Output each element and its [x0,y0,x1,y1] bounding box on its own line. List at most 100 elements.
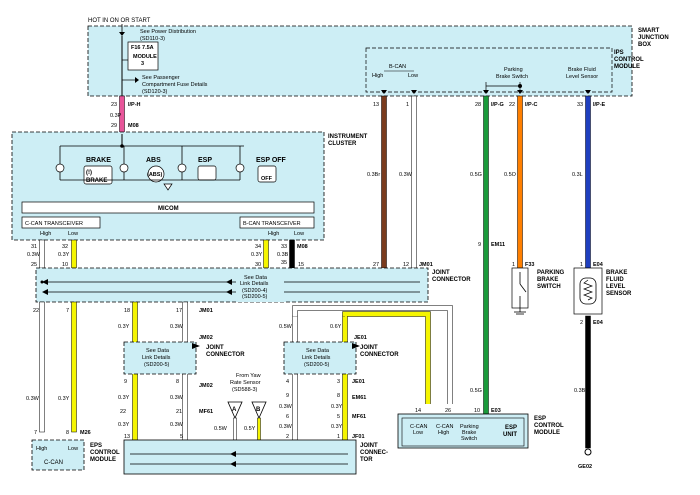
pin-label: 33 [577,102,583,108]
esp-parking-2: Brake [462,430,476,436]
power-ref: See Power Distribution [140,29,196,35]
ic-ccan-high: High [40,231,51,237]
wire-label: 0.5W [214,426,228,432]
ips-module-box [365,47,613,93]
connector-label: JM01 [199,308,213,314]
pin-label: 1 [337,434,340,440]
white-wire [411,95,417,269]
ips-title-2: CONTROL [614,57,644,63]
wire-label: 0.3B [574,388,586,394]
micom-box [21,201,315,214]
eps-title-1: EPS [90,443,102,449]
joint-connector-mid-right [283,341,357,375]
ground-icon [584,448,592,456]
connector-label: JM01 [419,262,433,268]
joint-connector-mid-left [123,341,197,375]
pin-label: 25 [31,262,37,268]
yaw-a-connector-icon [227,401,243,419]
connector-label: JE01 [354,335,367,341]
orange-wire [517,95,523,269]
jml-ref-3: (SD200-5) [144,362,170,368]
pin-label: 30 [255,262,261,268]
smart-junction-box-title-1: SMART [638,28,660,34]
brown-wire [381,95,387,269]
passenger-ref-2: Compartment Fuse Details [142,82,208,88]
wire-label: 0.3Y [118,324,130,330]
jcb-title-3: TOR [360,457,373,463]
pin-label: 22 [509,102,515,108]
connector-label: I/P-E [593,102,606,108]
pin-label: 14 [415,408,421,414]
ips-high: High [372,73,383,79]
brake-label: BRAKE [86,157,111,164]
esp-title-3: MODULE [534,430,560,436]
pin-label: 3 [337,379,340,385]
eps-title-3: MODULE [90,457,116,463]
jmr-title-1: JOINT [360,345,378,351]
joint-ref-3: (SD200-4) [242,288,268,294]
ips-title-1: IPS [614,50,624,56]
connector-label: E04 [593,262,604,268]
brake-icon: (!) [86,170,92,176]
parking-brake-switch-title-2: BRAKE [537,277,558,283]
pin-label: 35 [281,260,287,266]
pin-label: 22 [33,308,39,314]
wire-label: 0.3Y [58,252,70,258]
jml-ref-2: Link Details [142,355,171,361]
esp-off-label: ESP OFF [256,157,287,164]
esp-title-2: CONTROL [534,423,564,429]
wire-label: 0.3W [170,422,184,428]
fuse-box [127,41,159,71]
connector-label: F33 [525,262,534,268]
pin-label: 4 [286,379,289,385]
jmr-title-2: CONNECTOR [360,352,399,358]
esp-ccan-low-1: C-CAN [410,424,427,430]
esp-title-1: ESP [534,416,546,422]
bcan-transceiver-label: B-CAN TRANSCEIVER [243,221,301,227]
joint-ref-2: Link Details [240,281,269,287]
wire-label: 0.3W [27,252,41,258]
connector-label: JM02 [199,335,213,341]
connector-label: M08 [297,244,308,250]
wire-label: 0.3W [170,324,184,330]
connector-label: EM61 [352,395,366,401]
pin-label: 9 [286,393,289,399]
pin-label: 29 [111,123,117,129]
joint-ref-1: See Data [244,275,268,281]
pin-label: 28 [475,102,481,108]
esp-label: ESP [198,157,212,164]
fuse-module-1: MODULE [133,54,157,60]
pin-label: 21 [176,409,182,415]
brake-fluid-title-4: SENSOR [606,291,632,297]
pin-label: 7 [34,430,37,436]
eps-low: Low [68,446,78,452]
micom-label: MICOM [158,206,179,212]
wire-label: 0.3P [110,113,122,119]
esp-off-icon: OFF [261,176,273,182]
smart-junction-box-title-3: BOX [638,42,651,48]
instrument-cluster-title-2: CLUSTER [328,141,357,147]
abs-indicator: ABS (ABS) [119,146,165,183]
ic-bcan-low: Low [294,231,304,237]
jmr-ref-3: (SD200-5) [304,362,330,368]
ips-parking-1: Parking [504,67,523,73]
wire-label: 0.5G [470,388,482,394]
joint-connector-top-title-1: JOINT [432,270,450,276]
passenger-ref-arrow-icon [135,77,139,83]
pin-label: 8 [66,430,69,436]
ccan-transceiver-label: C-CAN TRANSCEIVER [25,221,83,227]
brake-icon-text: BRAKE [86,178,107,184]
pin-label: 26 [445,408,451,414]
wire-label: 0.5G [470,172,482,178]
pin-label: 15 [298,262,304,268]
connector-label: I/P-C [525,102,538,108]
esp-indicator: ESP [177,146,217,181]
blue-wire [585,95,591,269]
wire-label: 0.3B [277,252,289,258]
black-wire [585,315,591,449]
pin-label: 22 [120,409,126,415]
esp-off-indicator: ESP OFF OFF [235,146,287,183]
arrow-icon [411,90,417,94]
passenger-ref-1: See Passenger [142,75,180,81]
